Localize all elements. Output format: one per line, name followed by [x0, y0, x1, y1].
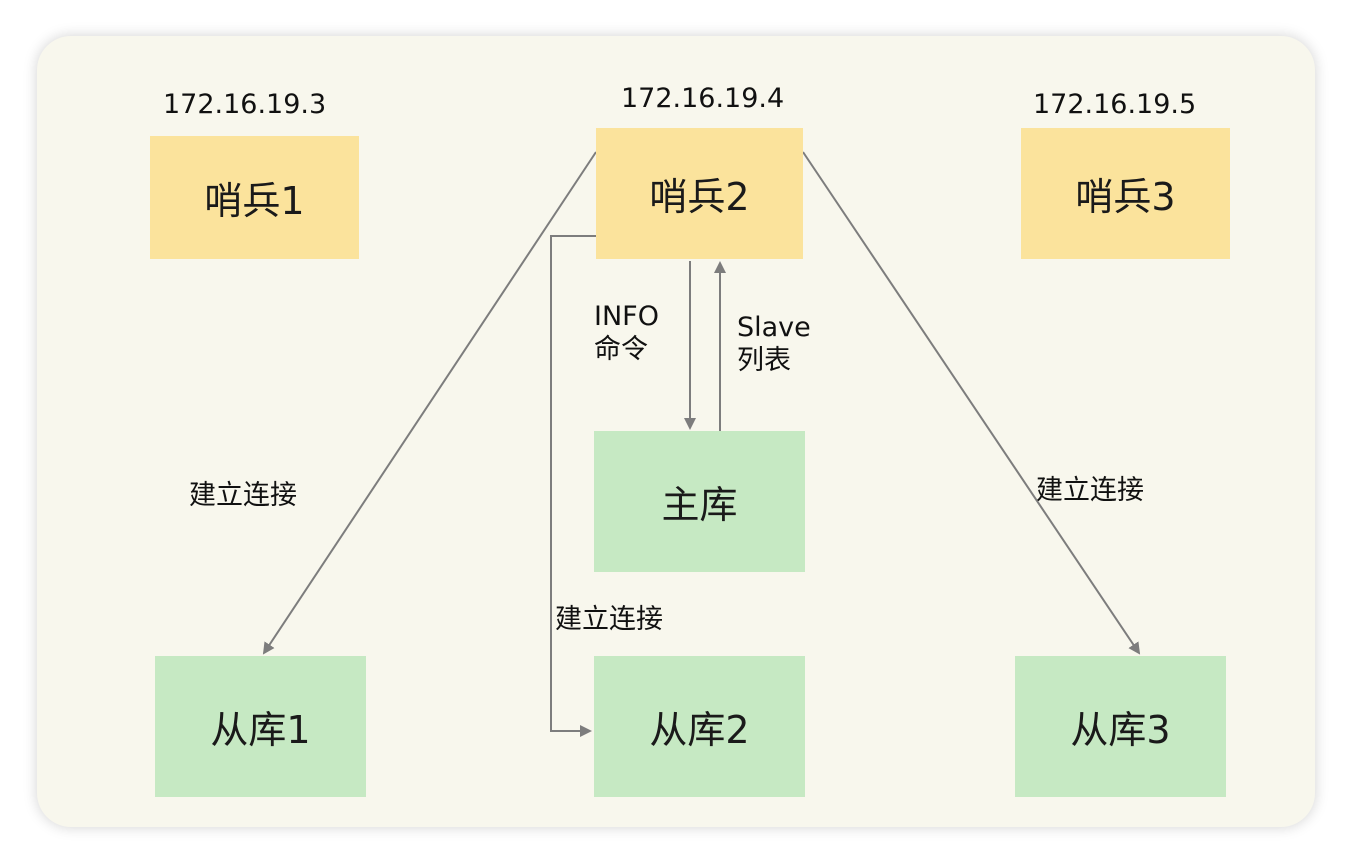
info-command-line2: 命令: [594, 333, 648, 365]
edge-sentinel2-to-replica2: [550, 235, 596, 737]
info-command-label: INFO 命令: [594, 301, 659, 367]
replica2-node: 从库2: [594, 656, 805, 797]
edge-sentinel2-to-replica3: [802, 151, 1141, 655]
sentinel1-node: 哨兵1: [150, 136, 359, 259]
sentinel2-ip: 172.16.19.4: [621, 83, 785, 114]
info-command-line1: INFO: [594, 301, 659, 332]
sentinel3-node: 哨兵3: [1021, 128, 1230, 259]
slave-list-label: Slave 列表: [737, 312, 811, 378]
connect-label-middle: 建立连接: [555, 604, 663, 635]
master-node: 主库: [594, 431, 805, 572]
sentinel2-node: 哨兵2: [596, 128, 803, 259]
replica1-node: 从库1: [155, 656, 366, 797]
sentinel3-ip: 172.16.19.5: [1033, 89, 1197, 120]
sentinel1-ip: 172.16.19.3: [163, 89, 327, 120]
slave-list-line2: 列表: [737, 344, 791, 376]
replica3-node: 从库3: [1015, 656, 1226, 797]
slave-list-line1: Slave: [737, 312, 811, 343]
connect-label-right: 建立连接: [1036, 475, 1144, 506]
connect-label-left: 建立连接: [189, 480, 297, 511]
edge-sentinel2-to-replica1: [262, 151, 597, 655]
